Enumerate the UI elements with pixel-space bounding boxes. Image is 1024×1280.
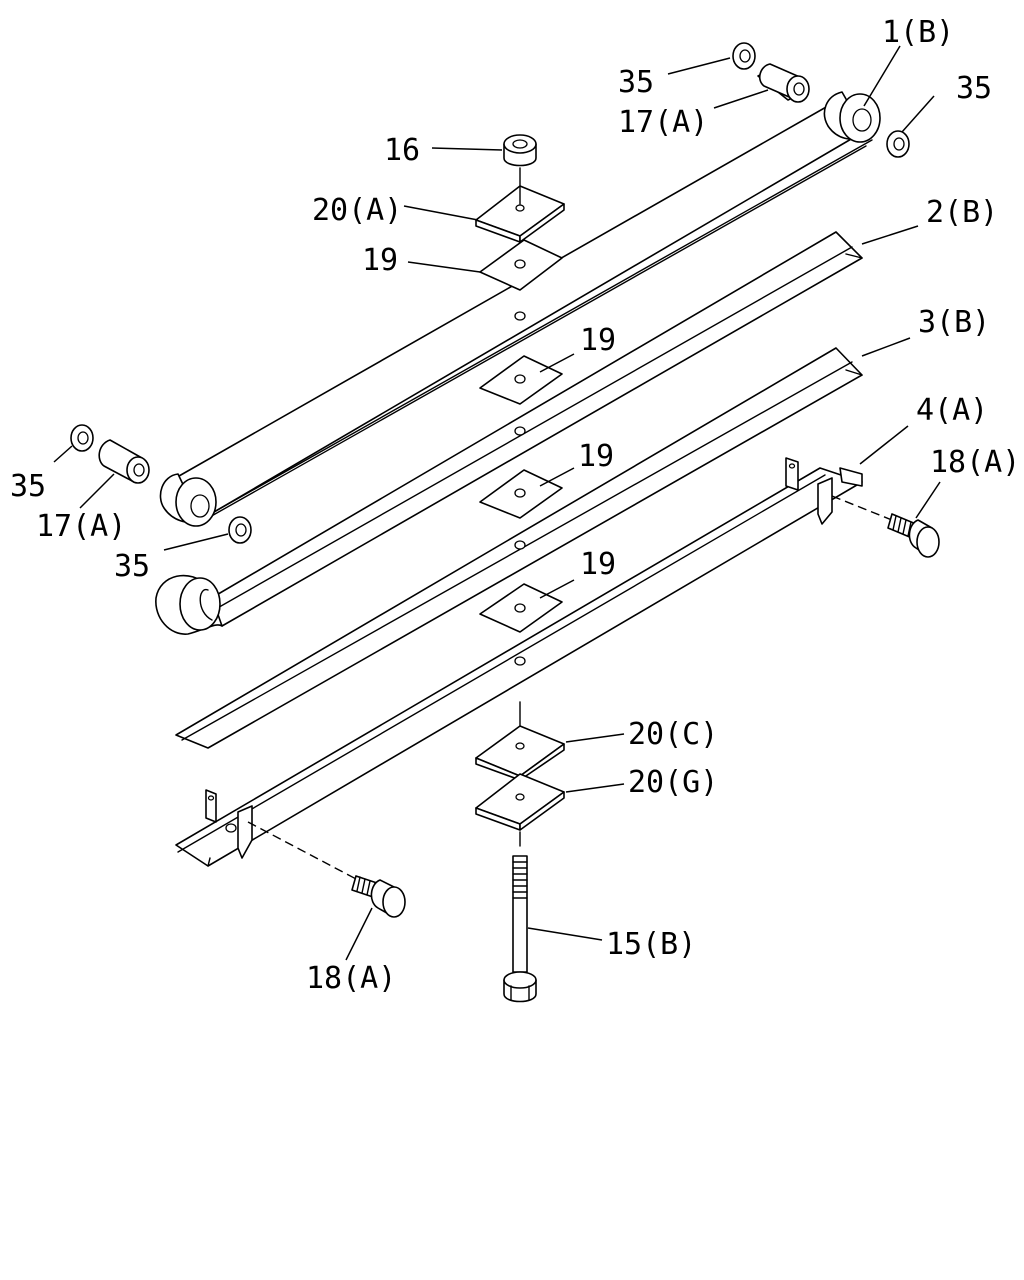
leaf-3b (175, 347, 863, 749)
callout-17a-top: 17(A) (618, 105, 708, 140)
bushing-17a-top (757, 63, 810, 103)
plate-20c (475, 725, 565, 781)
callout-19-fourth: 19 (580, 547, 616, 582)
pad-19-third (479, 469, 563, 519)
leaf-4a (175, 457, 863, 867)
callout-35-right: 35 (956, 71, 992, 106)
leaf-2b-eye (155, 574, 223, 635)
washer-35-lower (228, 516, 252, 544)
pad-19-second (479, 355, 563, 405)
callout-20a: 20(A) (312, 193, 402, 228)
leaf-1b (159, 91, 881, 527)
nut-16 (503, 134, 537, 167)
plate-20a (475, 185, 565, 243)
callout-35-lower: 35 (114, 549, 150, 584)
leaf-clip-right (785, 457, 833, 525)
bolt-18a-bottom (247, 821, 406, 918)
callout-16: 16 (384, 133, 420, 168)
pad-19-top (479, 239, 563, 291)
callout-20c: 20(C) (628, 717, 718, 752)
bushing-17a-left (98, 439, 150, 484)
washer-35-top (732, 42, 756, 70)
leaf-2b (155, 231, 863, 635)
leader-lines (53, 45, 941, 961)
callout-19-top: 19 (362, 243, 398, 278)
callout-4a: 4(A) (916, 393, 988, 428)
callout-19-third: 19 (578, 439, 614, 474)
leaf-clip-left (205, 789, 253, 859)
callout-3b: 3(B) (918, 305, 990, 340)
callout-2b: 2(B) (926, 195, 998, 230)
leaf-1b-eye-right (823, 91, 881, 143)
callout-15b: 15(B) (606, 927, 696, 962)
washer-35-right (886, 130, 910, 158)
callout-18a-right: 18(A) (930, 445, 1020, 480)
callout-35-left: 35 (10, 469, 46, 504)
leaf-1b-eye-left (159, 473, 217, 527)
callout-18a-bottom: 18(A) (306, 961, 396, 996)
callout-19-second: 19 (580, 323, 616, 358)
pad-19-fourth (479, 583, 563, 633)
callout-1b: 1(B) (882, 15, 954, 50)
washer-35-left (70, 424, 94, 452)
plate-20g (475, 773, 565, 831)
center-bolt-15b (503, 855, 537, 1003)
callout-20g: 20(G) (628, 765, 718, 800)
bolt-18a-right (831, 495, 940, 558)
callout-35-top: 35 (618, 65, 654, 100)
callout-17a-left: 17(A) (36, 509, 126, 544)
